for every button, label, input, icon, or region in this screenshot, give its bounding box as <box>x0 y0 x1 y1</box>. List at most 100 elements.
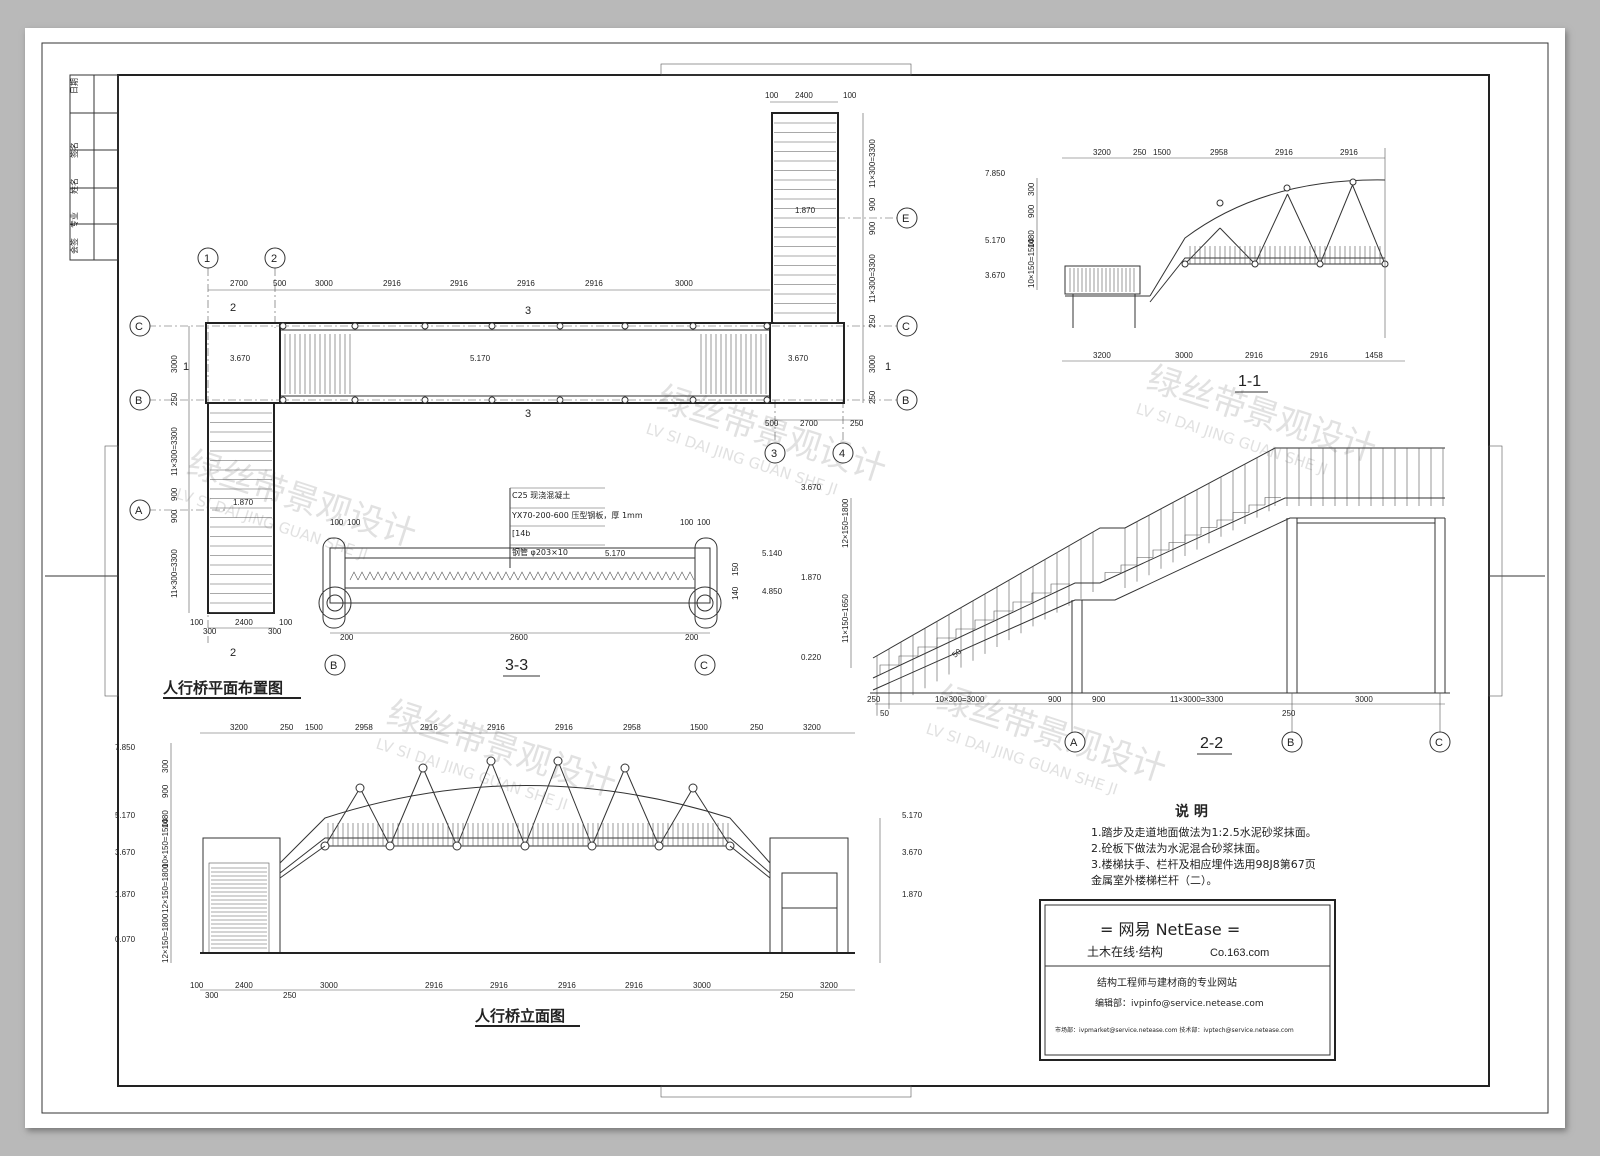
elev-top-dim: 250 <box>280 723 294 732</box>
note-3: 3.楼梯扶手、栏杆及相应埋件选用98J8第67页 <box>1091 857 1316 871</box>
sec22-level-3: 0.220 <box>801 653 822 662</box>
sec22-vdim-1: 12×150=1800 <box>841 498 850 548</box>
elev-bottom-dim: 2916 <box>625 981 643 990</box>
sec11-vdim-3: 1480 <box>1027 230 1036 248</box>
deck-hatch <box>661 571 671 581</box>
sec22-vdim-2: 11×150=1650 <box>841 594 850 643</box>
elev-top-dim: 1500 <box>305 723 323 732</box>
plan-dim-2700: 2700 <box>230 279 248 288</box>
elev-bottom-dim: 2916 <box>558 981 576 990</box>
diagonal <box>591 767 626 847</box>
truss-node <box>452 841 462 851</box>
elev-bottom-dim: 2916 <box>425 981 443 990</box>
sec22-small-2: 250 <box>1282 709 1296 718</box>
deck-hatch <box>573 571 583 581</box>
sec22-bdim-1: 250 <box>867 695 881 704</box>
deck-hatch <box>397 571 407 581</box>
section-mark-2-bottom: 2 <box>230 647 236 659</box>
stair-soffit <box>872 517 1445 691</box>
sec11-tdim-2: 250 <box>1133 148 1147 157</box>
sec22-bdim-5: 11×3000=3300 <box>1170 695 1224 704</box>
plan-dim-2916b: 2916 <box>450 279 468 288</box>
column-node <box>488 396 496 404</box>
section-1-1: 3200 250 1500 2958 2916 2916 3200 3000 2… <box>985 148 1405 393</box>
tb-editor: 编辑部：ivpinfo@service.netease.com <box>1095 997 1264 1009</box>
column-node <box>763 396 771 404</box>
deck-hatch <box>349 571 359 581</box>
column-node <box>351 396 359 404</box>
section-3-3-title: 3-3 <box>505 657 528 674</box>
signoff-table: 日期 签名 姓名 专业 会签 <box>69 74 119 261</box>
tread <box>936 637 956 647</box>
tread <box>1104 572 1121 580</box>
sec11-bdim-3: 2916 <box>1245 351 1263 360</box>
tread <box>1136 557 1153 565</box>
deck-hatch <box>437 571 447 581</box>
sec11-bdim-5: 1458 <box>1365 351 1383 360</box>
elev-top-dim: 2958 <box>355 723 373 732</box>
note-4: 金属室外楼梯栏杆（二）。 <box>1091 873 1218 887</box>
elev-vdim-2: 900 <box>161 784 170 798</box>
sec33-dim-1: 100 <box>330 518 344 527</box>
elev-vdim-6: 12×150=1800 <box>161 913 170 963</box>
deck-hatch <box>533 571 543 581</box>
plan-bdim-2: 2400 <box>235 618 253 627</box>
plan-bdim-1: 100 <box>190 618 204 627</box>
deck-hatch <box>493 571 503 581</box>
sec33-dim-6: 2600 <box>510 633 528 642</box>
truss-node <box>418 763 428 773</box>
deck-hatch <box>413 571 423 581</box>
sec22-level-2: 1.870 <box>801 573 822 582</box>
plan-rdim-3: 900 <box>868 221 877 235</box>
deck-hatch <box>589 571 599 581</box>
tread <box>955 628 975 638</box>
column-node <box>763 322 771 330</box>
diagonal <box>1352 184 1386 265</box>
deck-hatch <box>565 571 575 581</box>
plan-dim-100a: 100 <box>765 91 779 100</box>
elev-llevel-3: 3.670 <box>115 848 136 857</box>
plan-rdim-5: 250 <box>868 314 877 328</box>
diagonal <box>1287 193 1321 265</box>
sec11-level-1: 7.850 <box>985 169 1006 178</box>
deck-hatch <box>365 571 375 581</box>
plan-dim-2916d: 2916 <box>585 279 603 288</box>
plan-dim-100b: 100 <box>843 91 857 100</box>
truss-node <box>520 841 530 851</box>
plan-bdim-3: 300 <box>203 627 217 636</box>
tread <box>1216 519 1233 528</box>
deck-hatch <box>685 571 695 581</box>
tread <box>1120 564 1137 573</box>
plan-ldim-4: 900 <box>170 487 179 501</box>
sec33-axis-c: C <box>700 660 708 672</box>
deck-hatch <box>581 571 591 581</box>
deck-hatch <box>605 571 615 581</box>
diagonal <box>692 787 731 847</box>
elev-vdim-4: 10×150=1500 <box>161 818 170 868</box>
elev-top-dim: 3200 <box>230 723 248 732</box>
sec22-axis-c: C <box>1435 737 1443 749</box>
deck-hatch <box>653 571 663 581</box>
elev-vdim-1: 300 <box>161 759 170 773</box>
truss-node <box>553 756 563 766</box>
diagonal <box>324 787 361 847</box>
elev-bottom-dim: 2916 <box>490 981 508 990</box>
deck-hatch <box>677 571 687 581</box>
axis-2: 2 <box>271 253 277 265</box>
section-mark-2-top: 2 <box>230 302 236 314</box>
top-chord <box>279 785 771 864</box>
tb-netease: = 网易 NetEase = <box>1100 920 1240 939</box>
tread <box>993 610 1013 620</box>
tb-site: Co.163.com <box>1210 947 1269 959</box>
signoff-name: 姓名 <box>69 178 79 194</box>
sec33-vdim-1: 150 <box>731 562 740 576</box>
elev-bottom-dim: 250 <box>780 991 794 1000</box>
elev-vdim-5: 12×150=1800 <box>161 863 170 913</box>
deck-hatch <box>637 571 647 581</box>
cad-drawing: 日期 签名 姓名 专业 会签 绿丝带景观设计 LV SI DAI JING GU… <box>41 42 1549 1114</box>
deck-hatch <box>549 571 559 581</box>
truss-node <box>1316 260 1324 268</box>
elev-top-dim: 250 <box>750 723 764 732</box>
truss-node <box>1283 184 1291 192</box>
deck-hatch <box>405 571 415 581</box>
